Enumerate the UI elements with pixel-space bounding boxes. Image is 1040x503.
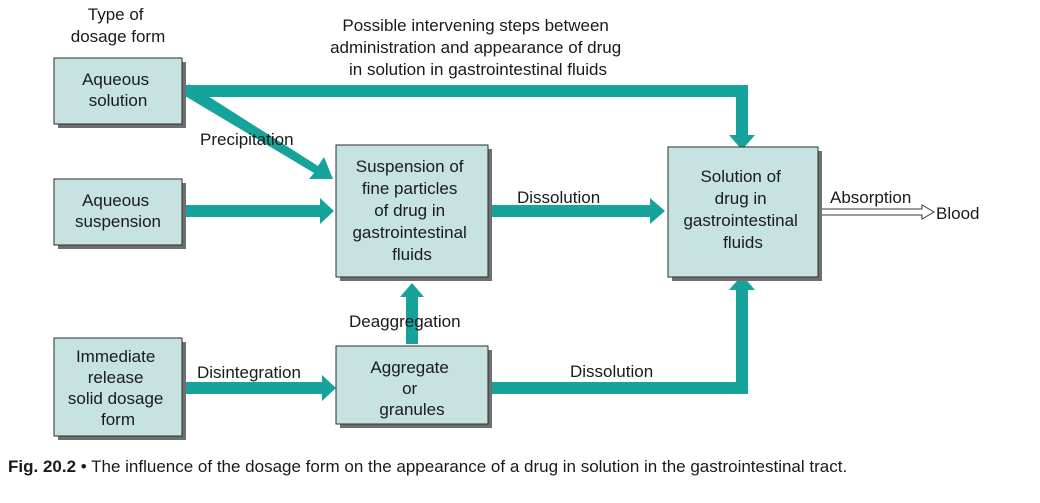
arrow-disintegration bbox=[183, 375, 336, 401]
arrow-solution-to-solution bbox=[183, 85, 755, 150]
figure-number: Fig. 20.2 bbox=[8, 457, 77, 476]
immediate-release-label: Immediate release solid dosage form bbox=[68, 347, 168, 429]
caption-separator: • bbox=[80, 457, 87, 476]
intervening-steps-heading: Possible intervening steps between admin… bbox=[330, 16, 626, 79]
arrow-dissolution-upper bbox=[492, 198, 665, 224]
deaggregation-label: Deaggregation bbox=[349, 312, 461, 331]
aqueous-solution-label: Aqueous solution bbox=[82, 70, 154, 110]
solution-of-drug-label: Solution of drug in gastrointestinal flu… bbox=[683, 167, 802, 252]
arrow-precipitation bbox=[185, 84, 333, 179]
type-of-dosage-form-heading: Type of dosage form bbox=[71, 5, 166, 46]
box-immediate-release bbox=[53, 337, 186, 440]
dissolution-lower-label: Dissolution bbox=[570, 362, 653, 381]
box-suspension-fine-particles bbox=[335, 144, 492, 281]
arrow-aqueous-suspension bbox=[183, 198, 334, 224]
figure-caption: Fig. 20.2 • The influence of the dosage … bbox=[8, 457, 1038, 477]
arrow-dissolution-lower bbox=[490, 275, 755, 394]
caption-text: The influence of the dosage form on the … bbox=[91, 457, 848, 476]
suspension-fine-particles-label: Suspension of fine particles of drug in … bbox=[352, 157, 471, 264]
dissolution-upper-label: Dissolution bbox=[517, 188, 600, 207]
aggregate-granules-label: Aggregate or granules bbox=[370, 358, 453, 419]
blood-label: Blood bbox=[936, 204, 979, 223]
aqueous-suspension-label: Aqueous suspension bbox=[75, 191, 161, 231]
disintegration-label: Disintegration bbox=[197, 363, 301, 382]
box-solution-of-drug bbox=[667, 146, 822, 281]
arrow-absorption bbox=[820, 204, 935, 220]
precipitation-label: Precipitation bbox=[200, 130, 294, 149]
box-aqueous-suspension bbox=[53, 178, 186, 249]
box-aggregate-granules bbox=[335, 345, 492, 428]
box-aqueous-solution bbox=[53, 57, 186, 128]
flow-diagram: Aqueous solution Aqueous suspension Imme… bbox=[53, 5, 979, 440]
absorption-label: Absorption bbox=[830, 188, 911, 207]
arrow-deaggregation bbox=[400, 283, 424, 344]
